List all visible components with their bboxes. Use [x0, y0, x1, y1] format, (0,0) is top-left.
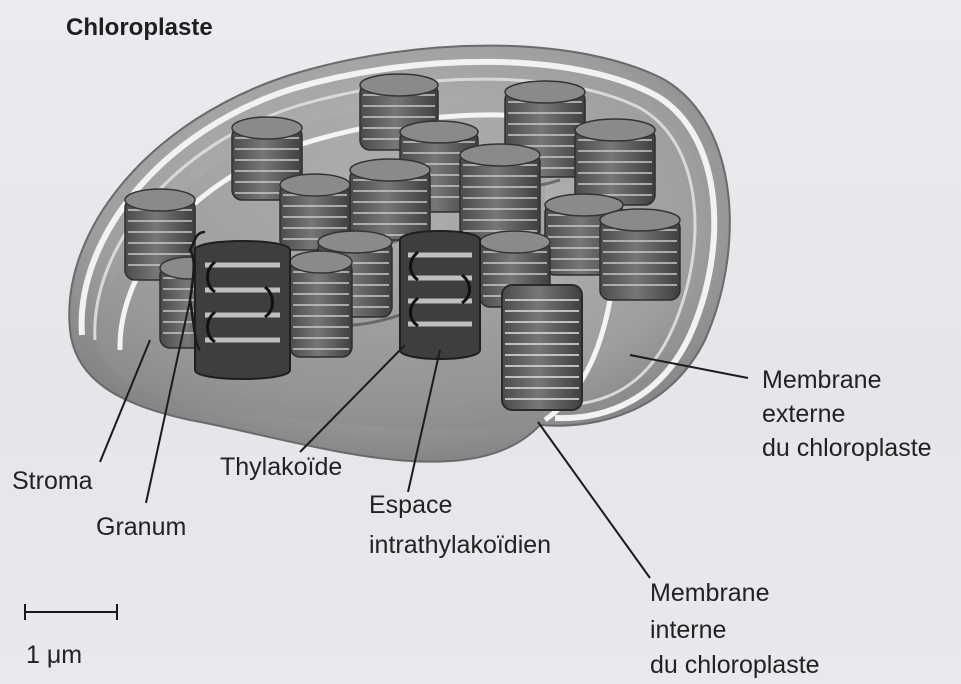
leader-membrane-interne: [538, 422, 650, 578]
label-granum: Granum: [96, 512, 186, 542]
label-membrane-externe-line3: du chloroplaste: [762, 433, 932, 463]
label-membrane-externe-line2: externe: [762, 399, 845, 429]
label-thylakoide: Thylakoïde: [220, 452, 342, 482]
granum-stack: [600, 209, 680, 300]
granum-stack: [460, 144, 540, 240]
scale-bar-label: 1 μm: [26, 640, 82, 670]
granum-stack: [350, 159, 430, 240]
cut-granum-center: [400, 231, 480, 359]
cut-granum-left: [195, 241, 290, 379]
granum-stack: [290, 251, 352, 357]
label-membrane-interne-line1: Membrane: [650, 578, 770, 608]
granum-stack: [575, 119, 655, 205]
label-stroma: Stroma: [12, 466, 93, 496]
front-granum: [502, 285, 582, 410]
label-membrane-externe-line1: Membrane: [762, 365, 882, 395]
label-espace-line1: Espace: [369, 490, 452, 520]
label-membrane-interne-line3: du chloroplaste: [650, 650, 820, 680]
label-espace-line2: intrathylakoïdien: [369, 530, 551, 560]
scale-bar: [25, 604, 117, 620]
label-membrane-interne-line2: interne: [650, 615, 726, 645]
